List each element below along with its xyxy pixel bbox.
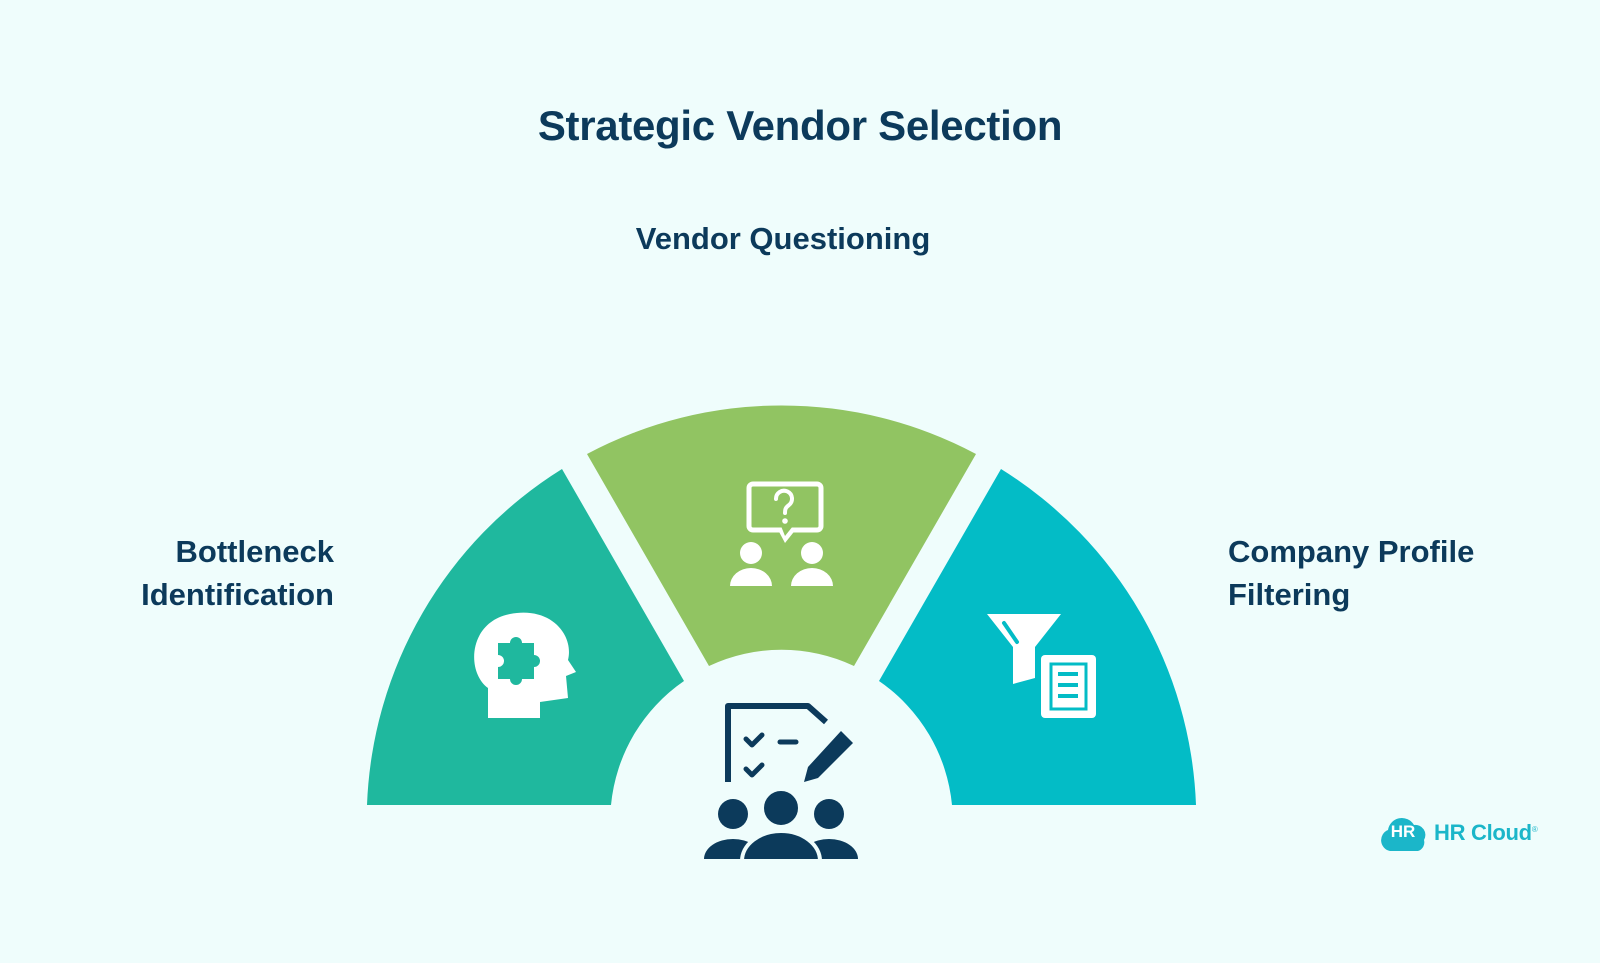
label-vendor-questioning: Vendor Questioning <box>635 221 931 256</box>
people-question-chat-icon <box>730 481 833 586</box>
hr-cloud-logo: HR HR Cloud ® <box>1378 812 1538 854</box>
logo-wordmark: HR Cloud <box>1434 820 1532 845</box>
team-checklist-icon <box>704 703 858 863</box>
diagram-title: Strategic Vendor Selection <box>537 102 1063 149</box>
label-bottleneck-identification: Bottleneck Identification <box>141 534 334 612</box>
head-puzzle-icon <box>474 612 576 718</box>
funnel-document-icon <box>987 614 1096 718</box>
cloud-logo-icon: HR <box>1378 813 1428 853</box>
label-company-profile-filtering: Company Profile Filtering <box>1228 534 1475 612</box>
logo-registered-mark: ® <box>1531 824 1538 834</box>
